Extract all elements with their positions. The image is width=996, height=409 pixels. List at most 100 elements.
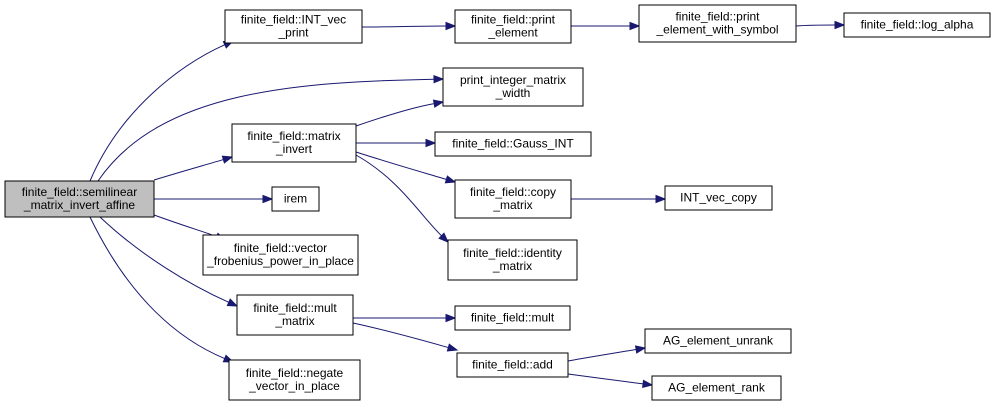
node-mult[interactable]: finite_field::mult (454, 305, 571, 331)
edge-line (352, 322, 449, 349)
edge-arrowhead (226, 298, 239, 307)
node-label-line: finite_field::copy (470, 185, 556, 199)
edge-arrowhead (446, 343, 459, 352)
node-irem[interactable]: irem (271, 186, 320, 212)
node-label-line: _matrix (274, 314, 314, 328)
node-ag-element-unrank[interactable]: AG_element_unrank (644, 328, 792, 354)
node-label-line: _vector_in_place (248, 379, 340, 393)
edge-line (795, 24, 836, 27)
node-matrix-invert[interactable]: finite_field::matrix_invert (231, 123, 357, 163)
edge-arrowhead (425, 138, 437, 148)
edge-arrowhead (433, 74, 445, 84)
node-label-line: _matrix (492, 259, 532, 273)
node-box (271, 186, 320, 212)
node-box (843, 12, 991, 38)
node-print-element-with-symbol[interactable]: finite_field::print_element_with_symbol (638, 4, 797, 43)
edge-int_vec_print-to-print_element (361, 21, 457, 31)
node-root[interactable]: finite_field::semilinear_matrix_invert_a… (4, 180, 155, 218)
edge-root-to-irem (154, 194, 274, 204)
node-label-line: INT_vec_copy (680, 191, 757, 205)
edge-arrowhead (444, 175, 457, 184)
edge-line (153, 214, 217, 238)
node-box (454, 305, 571, 331)
node-label-line: finite_field::Gauss_INT (452, 137, 574, 151)
node-label-line: _width (495, 86, 531, 100)
node-box (231, 123, 357, 163)
node-print-element[interactable]: finite_field::print_element (454, 9, 572, 44)
node-box (202, 234, 359, 276)
node-label-line: finite_field::print (471, 13, 556, 27)
node-int-vec-print[interactable]: finite_field::INT_vec_print (224, 9, 363, 44)
edge-line (355, 151, 447, 180)
node-identity-matrix[interactable]: finite_field::identity_matrix (447, 239, 578, 281)
edge-line (361, 25, 447, 28)
node-vector-frobenius[interactable]: finite_field::vector_frobenius_power_in_… (202, 234, 359, 276)
node-box (434, 131, 592, 157)
node-negate-vector[interactable]: finite_field::negate_vector_in_place (228, 359, 361, 401)
node-copy-matrix[interactable]: finite_field::copy_matrix (454, 179, 572, 219)
node-add[interactable]: finite_field::add (456, 352, 569, 378)
edge-line (89, 216, 225, 360)
edge-root-to-matrix_invert (153, 155, 234, 181)
node-print-integer-matrix-width[interactable]: print_integer_matrix_width (442, 67, 584, 107)
node-box (456, 352, 569, 378)
node-label-line: finite_field::add (472, 358, 553, 372)
node-gauss-int[interactable]: finite_field::Gauss_INT (434, 131, 592, 157)
edge-matrix_invert-to-gauss_int (355, 138, 437, 148)
edge-print_element_with_symbol-to-log_alpha (795, 20, 846, 30)
node-box (644, 328, 792, 354)
edge-arrowhead (629, 21, 641, 31)
node-label-line: finite_field::mult (471, 311, 555, 325)
node-log-alpha[interactable]: finite_field::log_alpha (843, 12, 991, 38)
edge-line (89, 44, 226, 182)
node-ag-element-rank[interactable]: AG_element_rank (651, 375, 782, 401)
node-label-line: irem (284, 192, 307, 206)
node-box (651, 375, 782, 401)
node-label-line: finite_field::print (675, 10, 760, 24)
node-box (454, 179, 572, 219)
node-int-vec-copy[interactable]: INT_vec_copy (664, 185, 773, 211)
edge-mult_matrix-to-add (352, 322, 459, 352)
edge-arrowhead (445, 21, 457, 31)
edge-line (567, 348, 637, 362)
node-box (442, 67, 584, 107)
node-box (236, 294, 354, 336)
edge-root-to-int_vec_print (89, 40, 235, 182)
edge-line (153, 159, 224, 181)
node-box (228, 359, 361, 401)
edge-line (355, 103, 435, 127)
edge-arrowhead (445, 313, 457, 323)
edge-line (99, 216, 229, 303)
node-box (447, 239, 578, 281)
node-label-line: finite_field::matrix (247, 129, 340, 143)
edge-matrix_invert-to-copy_matrix (355, 151, 457, 184)
call-graph-nodes: finite_field::semilinear_matrix_invert_a… (4, 4, 991, 401)
node-label-line: AG_element_unrank (663, 334, 774, 348)
edge-arrowhead (634, 345, 647, 354)
node-label-line: _element_with_symbol (655, 23, 778, 37)
node-label-line: _matrix (492, 198, 532, 212)
node-label-line: finite_field::log_alpha (861, 18, 974, 32)
edge-copy_matrix-to-int_vec_copy (571, 194, 667, 204)
edge-arrowhead (438, 232, 449, 243)
node-label-line: _element (487, 26, 538, 40)
node-mult-matrix[interactable]: finite_field::mult_matrix (236, 294, 354, 336)
node-label-line: _print (277, 26, 309, 40)
edge-matrix_invert-to-print_integer_matrix_width (355, 99, 445, 127)
node-label-line: finite_field::negate (246, 366, 344, 380)
node-label-line: _matrix_invert_affine (23, 198, 135, 212)
node-box (4, 180, 155, 218)
node-label-line: finite_field::mult (253, 301, 337, 315)
edge-line (567, 373, 644, 385)
node-label-line: _invert (275, 142, 313, 156)
edge-print_element-to-print_element_with_symbol (571, 21, 641, 31)
edge-arrowhead (655, 194, 667, 204)
node-label-line: AG_element_rank (668, 381, 766, 395)
edge-arrowhead (262, 194, 274, 204)
node-label-line: finite_field::semilinear (22, 185, 137, 199)
node-label-line: finite_field::identity (463, 246, 562, 260)
edge-arrowhead (834, 20, 846, 30)
node-label-line: finite_field::INT_vec (241, 13, 346, 27)
node-box (664, 185, 773, 211)
